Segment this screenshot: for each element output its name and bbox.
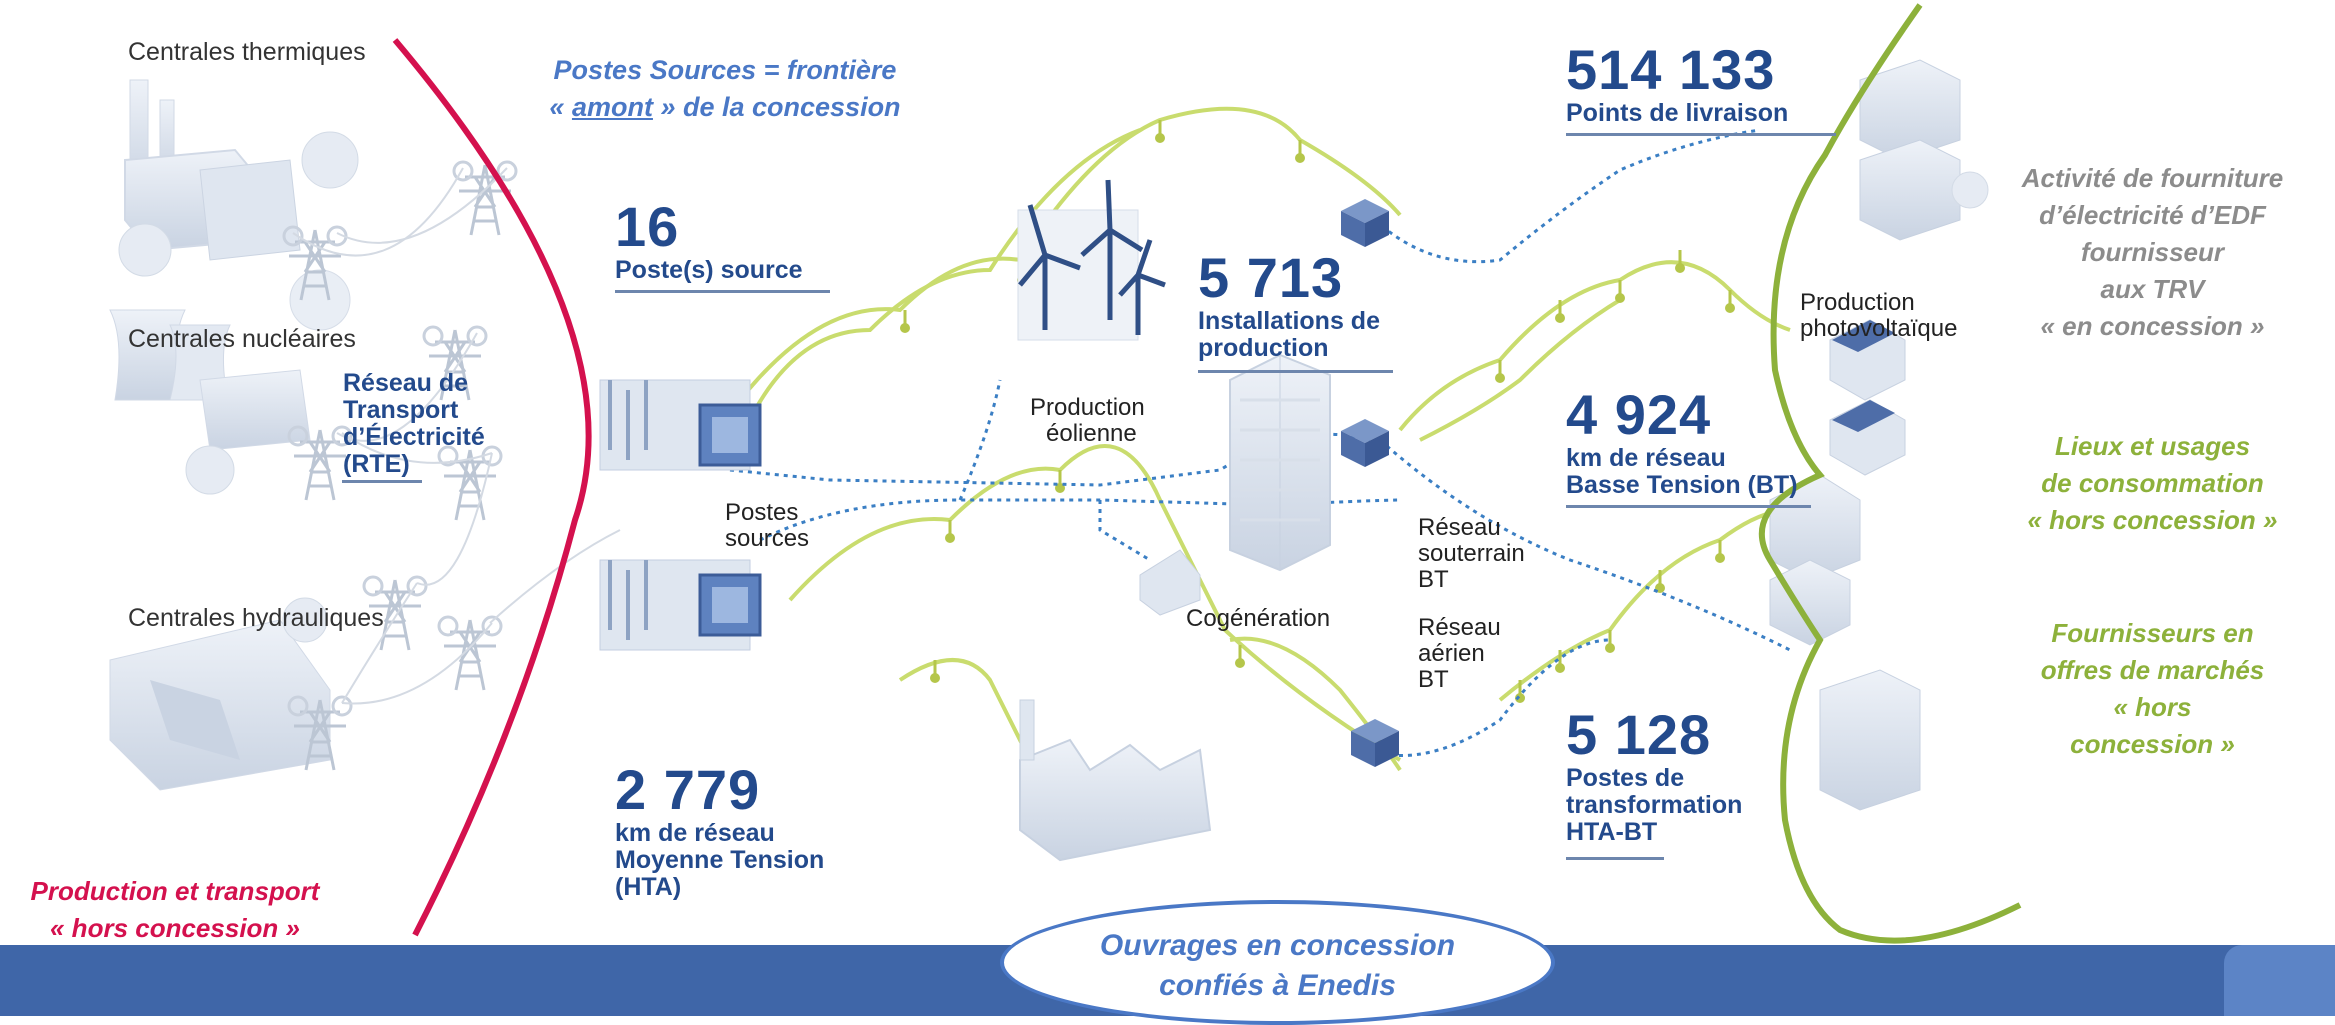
nuclear-plant-icon	[109, 269, 351, 495]
stat-value: 514 133	[1566, 38, 1776, 101]
stat-bt: 4 924 km de réseau Basse Tension (BT)	[1566, 383, 1798, 499]
transport-boundary-curve	[392, 38, 592, 937]
stat-rule	[1566, 505, 1811, 508]
solar-production-label: Production photovoltaïque	[1800, 289, 1958, 342]
thermal-plant-icon	[118, 79, 359, 277]
delivery-buildings-icon	[1859, 59, 1989, 241]
postes-sources-note: Postes Sources = frontière « amont » de …	[549, 55, 901, 122]
stat-rule	[615, 290, 830, 293]
stat-value: 5 128	[1566, 703, 1712, 766]
stat-hta: 2 779 km de réseau Moyenne Tension (HTA)	[615, 758, 825, 901]
stat-transfo: 5 128 Postes de transformation HTA-BT	[1566, 703, 1743, 846]
concession-boundary-curve	[1758, 3, 2022, 944]
hydro-plants-label: Centrales hydrauliques	[128, 604, 384, 632]
nuclear-plants-label: Centrales nucléaires	[128, 325, 356, 353]
footer-tab	[2224, 945, 2335, 1016]
thermal-plants-label: Centrales thermiques	[128, 38, 366, 66]
usage-note: Lieux et usages de consommation « hors c…	[2027, 431, 2278, 535]
factory-icon	[1019, 699, 1212, 862]
wind-production-label: Production éolienne	[1030, 394, 1145, 447]
underground-network	[729, 128, 1791, 758]
stat-rule	[1566, 857, 1664, 860]
cogeneration-label: Cogénération	[1186, 605, 1331, 632]
hydro-plant-icon	[109, 597, 331, 791]
stat-source: 16 Poste(s) source	[615, 195, 803, 284]
stat-rule	[1198, 370, 1393, 373]
underground-bt-label: Réseau souterrain BT	[1418, 514, 1525, 593]
stat-production: 5 713 Installations de production	[1198, 246, 1380, 362]
concession-badge: Ouvrages en concession confiés à Enedis	[1000, 900, 1555, 1025]
building-icon	[1139, 353, 1331, 616]
aerial-bt-label: Réseau aérien BT	[1418, 614, 1501, 693]
substation-icon-top	[599, 379, 762, 471]
stat-value: 16	[615, 195, 680, 258]
substation-icon-bottom	[599, 559, 762, 651]
stat-value: 2 779	[615, 758, 761, 821]
stat-rule	[342, 480, 422, 483]
stat-value: 5 713	[1198, 246, 1344, 309]
house-icon	[1769, 474, 1921, 811]
market-suppliers-note: Fournisseurs en offres de marchés « hors…	[2040, 618, 2265, 759]
rte-label: Réseau de Transport d’Électricité (RTE)	[343, 369, 485, 478]
solar-house-icon	[1829, 319, 1906, 476]
production-transport-note: Production et transport « hors concessio…	[30, 876, 320, 943]
hta-overhead-lines	[738, 106, 1791, 772]
stat-delivery: 514 133 Points de livraison	[1566, 38, 1789, 127]
transformer-icon	[1341, 419, 1389, 467]
stat-rule	[1566, 133, 1836, 136]
transmission-pylons	[282, 160, 621, 772]
wind-turbine-icon	[1017, 179, 1166, 341]
postes-sources-label: Postes sources	[725, 499, 810, 552]
transformer-icon	[1341, 199, 1389, 247]
edf-supply-note: Activité de fourniture d’électricité d’E…	[2021, 163, 2284, 341]
stat-value: 4 924	[1566, 383, 1712, 446]
